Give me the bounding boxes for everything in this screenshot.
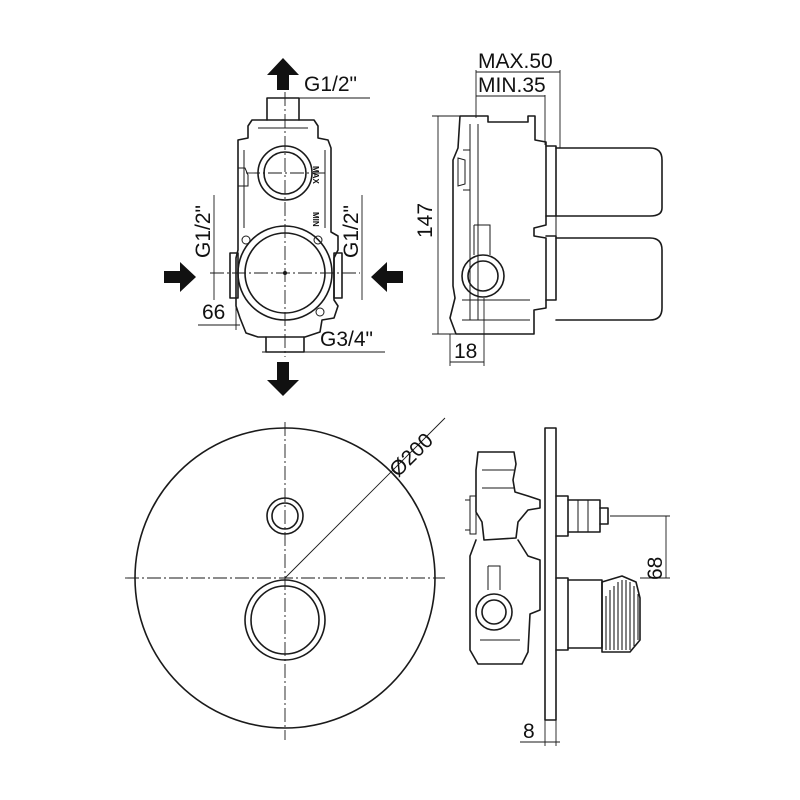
plate-diameter-dimension: Ø200 bbox=[385, 429, 438, 482]
knurled-handle bbox=[601, 575, 641, 653]
outlet-bottom-thread: G3/4" bbox=[320, 328, 373, 351]
inlet-left-thread: G1/2" bbox=[192, 205, 215, 258]
base-dimension: 18 bbox=[454, 340, 477, 363]
installed-side-view: 68 8 bbox=[465, 427, 670, 746]
knurling bbox=[605, 580, 639, 650]
cover-plate-front-view: Ø200 bbox=[125, 417, 446, 740]
offset-dimension: 66 bbox=[202, 301, 225, 324]
cover-plate-section bbox=[544, 427, 557, 721]
inlet-right-thread: G1/2" bbox=[340, 205, 363, 258]
spacing-dimension: 68 bbox=[644, 557, 667, 580]
outlet-top-thread: G1/2" bbox=[304, 73, 357, 96]
max-depth-dimension: MAX.50 bbox=[478, 50, 553, 73]
height-dimension: 147 bbox=[414, 203, 437, 238]
label-max: MAX bbox=[311, 166, 320, 184]
label-min: MIN bbox=[311, 212, 320, 227]
valve-body-side-view: MAX.50 MIN.35 147 18 bbox=[414, 50, 663, 366]
plate-thickness-dimension: 8 bbox=[523, 720, 535, 743]
min-depth-dimension: MIN.35 bbox=[478, 74, 546, 97]
outlet-up-arrow bbox=[267, 58, 299, 90]
inlet-right-arrow bbox=[371, 262, 403, 292]
inlet-left-arrow bbox=[164, 262, 196, 292]
side-body-outline bbox=[449, 115, 547, 335]
valve-body-front-view: MAX MIN G1/2" G1/2" G1/2" 66 G3/4" bbox=[164, 58, 403, 396]
outlet-down-arrow bbox=[267, 362, 299, 396]
